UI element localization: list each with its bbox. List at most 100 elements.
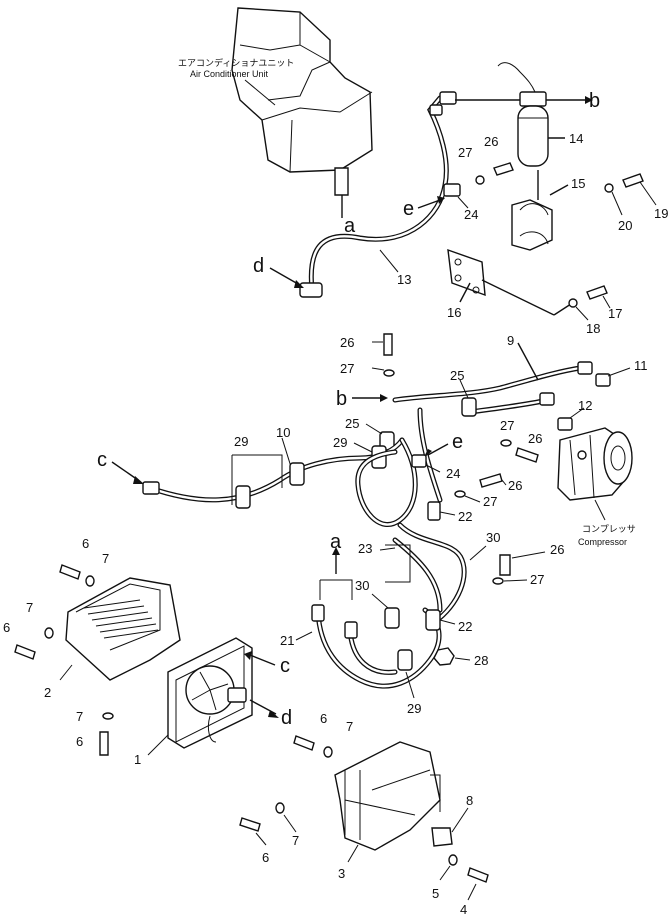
- bolt-26-mid: [383, 333, 393, 356]
- bracket-3: [334, 741, 441, 851]
- clamp-24-top: [443, 183, 461, 197]
- label-6-top-left: 6: [82, 536, 89, 551]
- label-27-mid: 27: [340, 361, 354, 376]
- air-conditioner-unit: [231, 7, 373, 196]
- connection-label-b-mid: b: [336, 388, 347, 410]
- washer-5: [448, 854, 458, 866]
- label-26-right: 26: [528, 431, 542, 446]
- bolt-26-right: [515, 447, 539, 463]
- label-9: 9: [507, 333, 514, 348]
- label-29-left: 29: [234, 434, 248, 449]
- washer-27-right: [500, 439, 512, 447]
- label-18: 18: [586, 321, 600, 336]
- label-28: 28: [474, 653, 488, 668]
- bolt-6-center: [293, 735, 315, 751]
- hose-9: [392, 361, 593, 403]
- compressor-caption-jp: コンプレッサ: [582, 524, 636, 534]
- nut-28: [433, 647, 455, 666]
- connection-label-b-top: b: [589, 90, 600, 112]
- hose-21: [311, 604, 442, 689]
- bolt-6-left: [14, 644, 36, 660]
- bracket-16: [447, 248, 486, 297]
- label-7-center: 7: [346, 719, 353, 734]
- label-24-top: 24: [464, 207, 478, 222]
- washer-27-mid: [383, 369, 395, 377]
- compressor: [557, 427, 633, 501]
- connection-label-a-top: a: [344, 215, 356, 237]
- fitting-11: [595, 373, 611, 387]
- clamp-22-top: [427, 501, 441, 521]
- label-30-right: 30: [486, 530, 500, 545]
- label-26-top: 26: [484, 134, 498, 149]
- label-24-mid: 24: [446, 466, 460, 481]
- bolt-26-top: [493, 162, 514, 176]
- label-29-mid: 29: [333, 435, 347, 450]
- label-30-lower: 30: [355, 578, 369, 593]
- label-3: 3: [338, 866, 345, 881]
- connection-label-e-mid: e: [452, 431, 463, 453]
- label-21: 21: [280, 633, 294, 648]
- label-14: 14: [569, 131, 583, 146]
- part-8: [431, 827, 453, 847]
- label-29-lower: 29: [407, 701, 421, 716]
- bracket-2: [65, 577, 181, 681]
- bolt-19: [622, 173, 644, 188]
- label-7-bottom-left: 7: [76, 709, 83, 724]
- condenser-1: [167, 637, 253, 749]
- label-10: 10: [276, 425, 290, 440]
- connection-label-c-bottom: c: [280, 655, 290, 677]
- label-13: 13: [397, 272, 411, 287]
- washer-20: [604, 183, 614, 193]
- washer-27-far: [492, 577, 504, 585]
- washer-27-top: [475, 175, 485, 185]
- label-20: 20: [618, 218, 632, 233]
- label-1: 1: [134, 752, 141, 767]
- label-7-top-left: 7: [102, 551, 109, 566]
- label-6-bottom: 6: [262, 850, 269, 865]
- label-25b: 25: [345, 416, 359, 431]
- label-8: 8: [466, 793, 473, 808]
- clamp-25a: [461, 397, 477, 417]
- clamp-24-mid: [411, 454, 427, 468]
- clamp-29-lower: [397, 649, 413, 671]
- air-conditioner-caption-jp: エアコンディショナユニット: [178, 57, 294, 68]
- label-7-left: 7: [26, 600, 33, 615]
- bracket-15: [511, 199, 553, 251]
- label-2: 2: [44, 685, 51, 700]
- label-6-left: 6: [3, 620, 10, 635]
- label-22-top: 22: [458, 509, 472, 524]
- washer-7-bottom-left: [102, 712, 114, 720]
- label-11: 11: [634, 358, 648, 373]
- label-6-center: 6: [320, 711, 327, 726]
- washer-7-bottom: [275, 802, 285, 814]
- label-27-far: 27: [530, 572, 544, 587]
- bolt-4: [467, 867, 489, 883]
- label-15: 15: [571, 176, 585, 191]
- bolt-6-bottom: [239, 817, 261, 832]
- washer-7-left: [44, 627, 54, 639]
- label-27-right: 27: [500, 418, 514, 433]
- receiver-drier: [497, 62, 549, 167]
- bolt-17: [586, 285, 608, 300]
- label-6-bottom-left: 6: [76, 734, 83, 749]
- washer-7-top-left: [85, 575, 95, 587]
- label-26-mid: 26: [340, 335, 354, 350]
- clamp-30-lower: [384, 607, 400, 629]
- label-22-lower: 22: [458, 619, 472, 634]
- air-conditioner-caption-en: Air Conditioner Unit: [190, 69, 269, 79]
- fitting-12: [557, 417, 573, 431]
- hose-12-line: [467, 392, 555, 415]
- label-26-lower: 26: [508, 478, 522, 493]
- bolt-6-bottom-left: [99, 731, 109, 756]
- connection-label-a-mid: a: [330, 531, 342, 553]
- compressor-caption-en: Compressor: [578, 537, 627, 547]
- bolt-6-top-left: [59, 564, 81, 580]
- connection-label-d-bottom: d: [281, 707, 292, 729]
- label-5: 5: [432, 886, 439, 901]
- bolt-26-lower: [479, 473, 503, 488]
- hose-13: [299, 91, 457, 298]
- label-25a: 25: [450, 368, 464, 383]
- washer-27-lower: [454, 490, 466, 498]
- label-17: 17: [608, 306, 622, 321]
